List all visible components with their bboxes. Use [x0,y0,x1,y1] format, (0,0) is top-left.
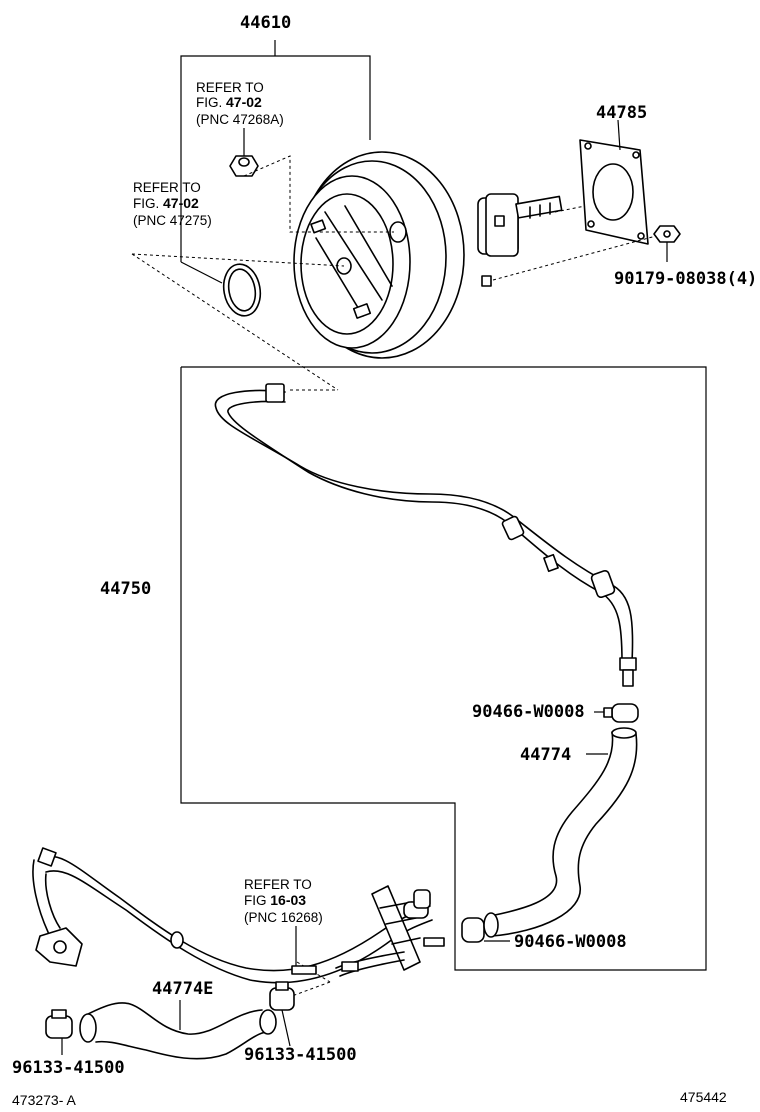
part-number-clip-lower: 90466-W0008 [514,932,627,952]
part-number-clamp-right: 96133-41500 [244,1045,357,1065]
leader-lines [61,711,608,1055]
part-number-clamp-left: 96133-41500 [12,1058,125,1078]
assembly-guide-lines [131,155,657,997]
svg-text:FIG. 47-02: FIG. 47-02 [133,195,199,211]
part-number-hose-lower: 44774E [152,979,213,999]
svg-text:(PNC 47275): (PNC 47275) [133,213,212,228]
svg-text:FIG. 47-02: FIG. 47-02 [196,94,262,110]
hose-clip-lower [461,912,499,943]
reference-note-1: REFER TO FIG. 47-02 (PNC 47268A) [196,80,284,127]
part-number-hose-upper: 44774 [520,745,571,765]
reference-note-3: REFER TO FIG 16-03 (PNC 16268) [244,877,323,925]
part-number-booster: 44610 [240,13,291,33]
booster-gasket [579,119,649,245]
hose-clamp-left [45,1009,73,1039]
svg-text:REFER TO: REFER TO [196,80,264,95]
vacuum-hose-lower [79,1002,277,1060]
hose-clamp-right [269,981,295,1011]
svg-text:(PNC 16268): (PNC 16268) [244,910,323,925]
part-number-gasket: 44785 [596,103,647,123]
svg-text:FIG 16-03: FIG 16-03 [244,892,306,908]
svg-text:(PNC 47268A): (PNC 47268A) [196,112,284,127]
svg-text:REFER TO: REFER TO [244,877,312,892]
part-number-clip-upper: 90466-W0008 [472,702,585,722]
svg-text:REFER TO: REFER TO [133,180,201,195]
lower-vacuum-pipe [32,847,445,984]
vacuum-hose-upper [489,727,638,937]
reference-note-2: REFER TO FIG. 47-02 (PNC 47275) [133,180,212,228]
tube-assembly-frame [180,366,707,971]
booster-o-ring [180,261,262,317]
booster-bracket [180,40,371,262]
brake-booster [293,151,563,359]
mounting-nut [653,225,681,262]
figure-code-right: 475442 [680,1089,727,1105]
check-valve-grommet [229,128,259,177]
part-number-nut: 90179-08038(4) [614,269,757,289]
hose-clip-upper [603,703,639,723]
vacuum-tube [214,383,637,687]
part-number-tube: 44750 [100,579,151,599]
figure-code-left: 473273- A [12,1092,76,1108]
